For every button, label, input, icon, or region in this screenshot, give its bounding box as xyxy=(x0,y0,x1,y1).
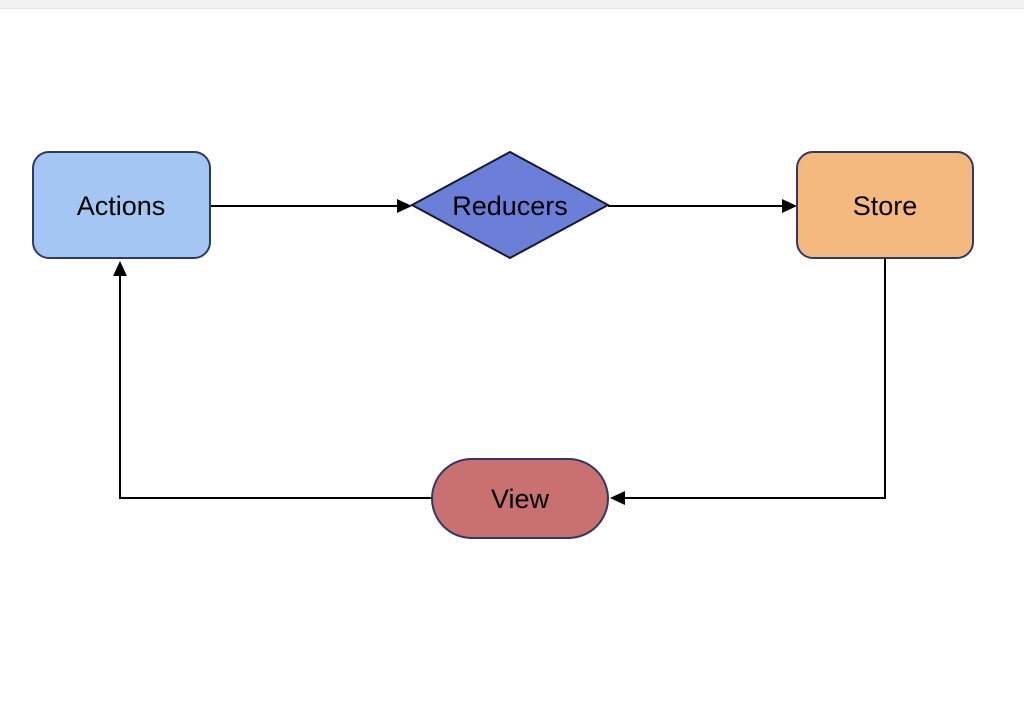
actions-box[interactable] xyxy=(32,151,211,259)
arrowhead-left-icon xyxy=(610,491,625,505)
window-chrome-strip xyxy=(0,0,1024,9)
store-box[interactable] xyxy=(796,151,974,259)
reducers-label: Reducers xyxy=(452,191,568,221)
store-label: Store xyxy=(853,191,918,221)
node-actions[interactable]: Actions xyxy=(32,151,211,259)
actions-label: Actions xyxy=(77,191,166,221)
arrowhead-up-icon xyxy=(113,261,127,276)
view-label: View xyxy=(491,484,550,514)
node-view[interactable]: View xyxy=(431,458,609,539)
arrowhead-right-icon xyxy=(397,199,412,213)
edge-line xyxy=(119,276,432,499)
arrowhead-right-icon xyxy=(782,199,797,213)
edge-reducers-to-store xyxy=(608,199,797,213)
edge-line xyxy=(624,258,886,499)
edge-actions-to-reducers xyxy=(210,199,412,213)
edge-view-to-actions xyxy=(113,261,432,499)
node-reducers[interactable]: Reducers xyxy=(409,150,611,260)
reducers-diamond[interactable] xyxy=(409,150,611,260)
edge-store-to-view xyxy=(610,258,886,505)
view-pill[interactable] xyxy=(431,458,609,539)
node-store[interactable]: Store xyxy=(796,151,974,259)
